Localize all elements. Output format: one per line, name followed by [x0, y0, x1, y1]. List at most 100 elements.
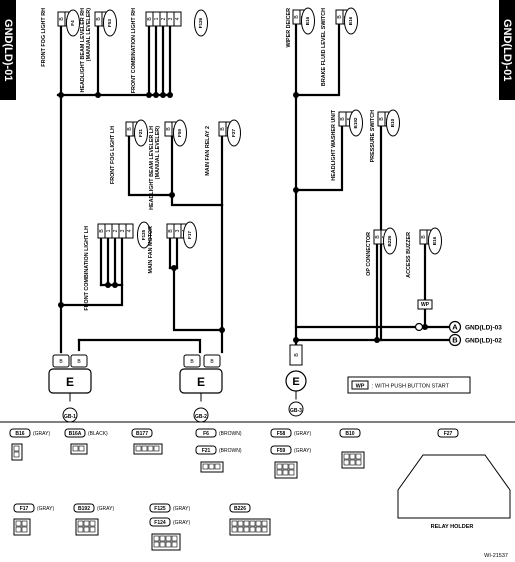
face-F21-cavity: [208, 463, 215, 470]
face-F124-cavity: [165, 535, 172, 542]
connector-F27-id: F27: [444, 431, 453, 437]
ground-gb1-terminal-block: [48, 368, 92, 394]
connector-F125-id: F125: [154, 506, 166, 512]
legend-text: : WITH PUSH BUTTON START: [372, 384, 450, 390]
component-hlw-connector-label: B192: [353, 117, 358, 128]
component-comb_rh-pin-label: 4: [175, 17, 181, 20]
junction-dot: [219, 327, 225, 333]
component-fog_lh-pin-label: B: [127, 127, 133, 131]
connector-F6-id-box: [195, 428, 217, 438]
face-B226-cavity: [243, 520, 250, 527]
component-comb_lh-connector-oval: [137, 221, 151, 249]
component-press-connector-label: B10: [390, 118, 395, 127]
ground-gb3-label: GB-3: [290, 408, 302, 414]
component-comb_rh-pin-box: [173, 11, 182, 27]
wire: [77, 338, 202, 354]
face-B226-cavity: [243, 526, 250, 533]
connector-F6-id: F6: [203, 431, 209, 437]
component-label: (MANUAL LEVELER): [86, 8, 92, 61]
connector-F125-id-box: [149, 503, 171, 513]
junction-dot: [293, 337, 299, 343]
ground-gb1-pin-label: B: [77, 359, 81, 365]
face-F21-cavity: [202, 463, 209, 470]
component-hlw-pin-label: B: [340, 117, 346, 121]
page-tab-right: GND(LD)-01: [499, 0, 515, 100]
connector-F6-color: (BROWN): [219, 431, 242, 437]
face-B10-cavity: [355, 453, 362, 460]
offpage-A-circle: [448, 320, 462, 334]
component-comb_lh-pin-label: 1: [106, 229, 112, 232]
figure-code: WI-21537: [484, 553, 508, 559]
component-brake-connector-oval: [344, 7, 358, 35]
connector-F59-id: F59: [277, 448, 286, 454]
component-fan-connector-oval: [183, 221, 197, 249]
connector-B226-id: B226: [234, 506, 246, 512]
component-label: FRONT COMBINATION LIGHT RH: [131, 8, 137, 93]
component-buzz-connector-oval: [428, 227, 442, 255]
component-fog_lh-connector-label: F21: [138, 129, 143, 137]
component-press-pin-label: B: [379, 117, 385, 121]
face-B10-cavity: [343, 453, 350, 460]
ground-gb3-terminal-block: [285, 370, 307, 392]
relay-holder-label: RELAY HOLDER: [431, 524, 474, 530]
face-B192-cavity: [77, 526, 84, 533]
junction-dot: [167, 92, 173, 98]
component-wiper-connector-oval: [301, 7, 315, 35]
component-comb_lh-pin-label: 3: [120, 229, 126, 232]
relay-holder-outline: [397, 454, 511, 519]
connector-F17-id-box: [13, 503, 35, 513]
component-label: OP CONNECTOR: [366, 232, 372, 276]
component-comb_lh-pin-label: B: [99, 229, 105, 233]
connector-F124-color: (GRAY): [173, 520, 190, 526]
junction-dot: [422, 324, 428, 330]
connector-B226-id-box: [229, 503, 251, 513]
component-comb_rh-pin-label: 3: [168, 17, 174, 20]
wire: [294, 124, 344, 192]
face-B192-cavity: [83, 520, 90, 527]
legend-box: [347, 376, 471, 394]
component-fan-connector-label: F17: [187, 231, 192, 239]
component-comb_lh-connector-label: F125: [141, 229, 146, 240]
junction-dot: [105, 282, 111, 288]
face-B226-cavity: [249, 526, 256, 533]
connector-F58-color: (GRAY): [294, 431, 311, 437]
face-F21-cavity: [214, 463, 221, 470]
junction-dot: [146, 92, 152, 98]
component-label: HEADLIGHT WASHER UNIT: [331, 109, 337, 180]
connector-B16A-id: B16A: [69, 431, 82, 437]
connector-B10-id: B10: [345, 431, 354, 437]
face-F59-cavity: [288, 469, 295, 476]
ground-gb2-letter: E: [197, 375, 205, 389]
component-label: (MANUAL LEVELER): [155, 126, 161, 179]
wp-junction: [414, 322, 424, 332]
face-F59-cavity: [282, 469, 289, 476]
connector-B192-color: (GRAY): [97, 506, 114, 512]
component-hbl_rh-pin-label: B: [96, 17, 102, 21]
offpage-B-circle: [448, 333, 462, 347]
component-fog_rh-pin-label: B: [59, 17, 65, 21]
face-B226-cavity: [237, 520, 244, 527]
component-label: MAIN FAN RELAY 2: [205, 126, 211, 176]
face-B192-cavity: [89, 526, 96, 533]
face-F59-cavity: [282, 463, 289, 470]
offpage-B-ref: GND(LD)-02: [465, 338, 502, 345]
component-comb_rh-pin-label: 1: [154, 17, 160, 20]
ground-gb3-ring: [288, 401, 304, 417]
face-B226-cavity: [231, 520, 238, 527]
face-B16-cavity: [13, 451, 20, 458]
face-B226-cavity: [249, 520, 256, 527]
connector-B177-id: B177: [136, 431, 148, 437]
connector-B177-id-box: [131, 428, 153, 438]
ground-gb2-pin-box: [203, 354, 221, 368]
component-fog_rh-connector-oval: [66, 9, 80, 37]
connector-F59-color: (GRAY): [294, 448, 311, 454]
face-B226-cavity: [255, 520, 262, 527]
connector-F21-id: F21: [202, 448, 211, 454]
ground-gb3-letter: E: [292, 376, 299, 388]
face-B226-cavity: [261, 526, 268, 533]
junction-dot: [58, 302, 64, 308]
face-F17-cavity: [21, 526, 28, 533]
component-comb_rh-pin-label: 2: [161, 17, 167, 20]
component-fan-pin-label: B: [168, 229, 174, 233]
component-label: HEADLIGHT BEAM LEVELER LH: [149, 126, 155, 210]
